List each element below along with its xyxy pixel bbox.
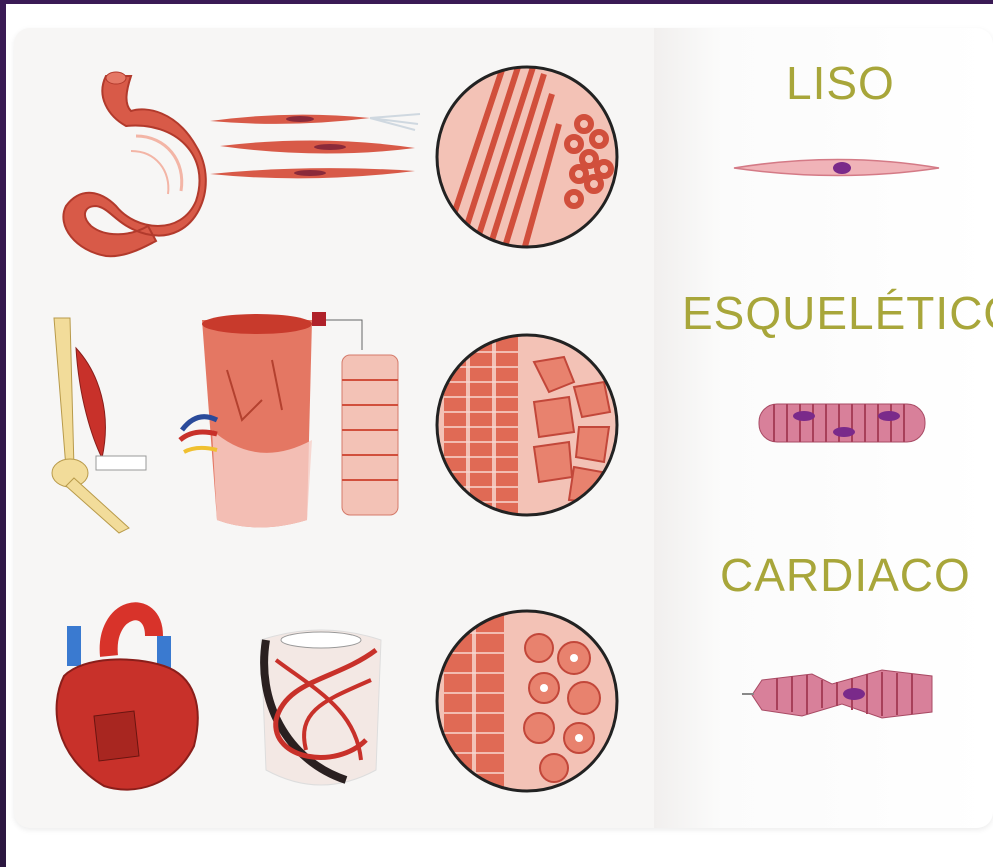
skeletal-muscle-micrograph <box>434 332 620 518</box>
smooth-muscle-micrograph <box>434 64 620 250</box>
label-skeletal: ESQUELÉTICO <box>682 286 993 340</box>
skeletal-muscle-bundle <box>172 310 412 545</box>
stomach-illustration <box>36 66 216 266</box>
cardiac-fiber-bands <box>246 620 396 800</box>
muscle-types-figure: LISO <box>14 28 993 828</box>
skeletal-muscle-cell-icon <box>759 400 929 448</box>
label-cardiac: CARDIACO <box>720 548 971 602</box>
smooth-muscle-cell-icon <box>734 153 944 183</box>
heart-illustration <box>44 596 204 796</box>
arm-muscle-illustration <box>44 318 164 533</box>
cardiac-muscle-cell-icon <box>742 660 942 726</box>
smooth-muscle-fibers <box>210 106 420 196</box>
frame-border-top <box>0 0 993 4</box>
label-smooth: LISO <box>786 56 895 110</box>
frame-border-left <box>0 0 6 867</box>
cardiac-muscle-micrograph <box>434 608 620 794</box>
